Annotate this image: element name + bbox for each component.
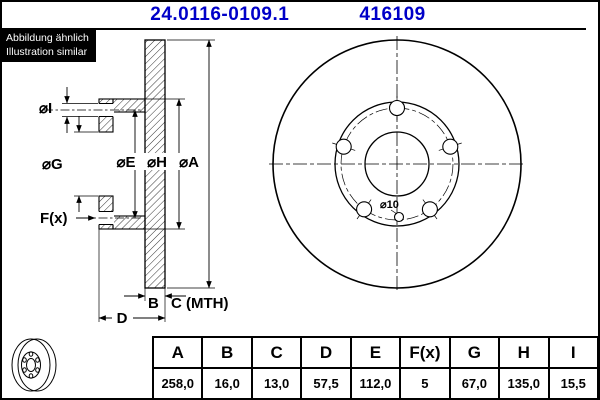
dimension-labels: ⌀I ⌀G ⌀E ⌀H ⌀A F(x) B C (MTH) D xyxy=(39,100,228,327)
label-dia-10: ⌀10 xyxy=(380,199,399,211)
table-header-b: B xyxy=(201,336,253,369)
note-line-en: Illustration similar xyxy=(6,45,88,58)
technical-drawing: ⌀I ⌀G ⌀E ⌀H ⌀A F(x) B C (MTH) D xyxy=(39,36,525,327)
label-d: D xyxy=(117,310,128,327)
table-value-a: 258,0 xyxy=(151,367,204,398)
title-bar: 24.0116-0109.1 416109 xyxy=(2,2,586,30)
similarity-note: Abbildung ähnlich Illustration similar xyxy=(2,30,96,63)
reference-number: 416109 xyxy=(359,4,426,25)
table-value-g: 67,0 xyxy=(448,367,501,398)
table-value-h: 135,0 xyxy=(498,367,550,398)
label-b: B xyxy=(148,295,159,312)
label-dia-a: ⌀A xyxy=(179,154,199,171)
part-number: 24.0116-0109.1 xyxy=(150,4,290,25)
table-value-i: 15,5 xyxy=(547,367,598,398)
table-header-h: H xyxy=(498,336,550,369)
label-c-mth: C (MTH) xyxy=(171,295,228,312)
table-value-b: 16,0 xyxy=(201,367,253,398)
table-header-i: I xyxy=(547,336,598,369)
table-value-d: 57,5 xyxy=(300,367,352,398)
table-header-e: E xyxy=(349,336,402,369)
table-header-c: C xyxy=(250,336,303,369)
table-header-g: G xyxy=(448,336,501,369)
cross-section-dimensions xyxy=(62,39,215,322)
front-view xyxy=(269,36,525,292)
table-header-a: A xyxy=(151,336,204,369)
table-header-d: D xyxy=(300,336,352,369)
table-header-fx: F(x) xyxy=(399,336,451,369)
label-dia-g: ⌀G xyxy=(42,156,63,173)
label-dia-e: ⌀E xyxy=(116,154,135,171)
label-f-x: F(x) xyxy=(40,210,68,227)
dimension-table: A B C D E F(x) G H I 258,0 16,0 13,0 57,… xyxy=(151,336,598,398)
label-halos xyxy=(112,153,406,325)
table-value-row: 258,0 16,0 13,0 57,5 112,0 5 67,0 135,0 … xyxy=(151,367,598,398)
table-value-c: 13,0 xyxy=(250,367,303,398)
table-value-fx: 5 xyxy=(399,367,451,398)
table-header-row: A B C D E F(x) G H I xyxy=(151,336,598,369)
disc-icon xyxy=(11,338,57,392)
note-line-de: Abbildung ähnlich xyxy=(6,32,89,44)
table-value-e: 112,0 xyxy=(349,367,402,398)
label-dia-i: ⌀I xyxy=(39,100,52,117)
label-dia-h: ⌀H xyxy=(147,154,167,171)
